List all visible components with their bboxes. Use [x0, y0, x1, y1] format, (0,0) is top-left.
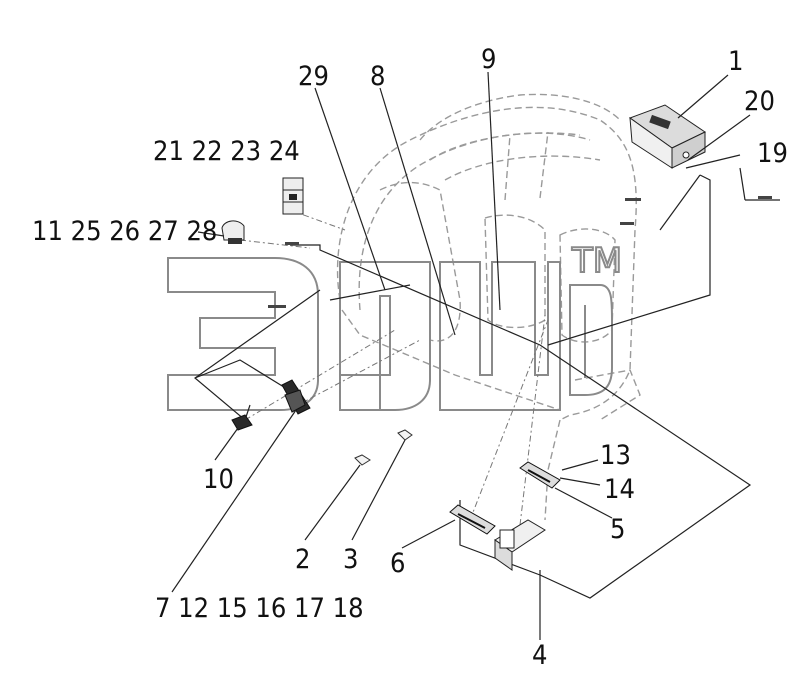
callout-1: 1 [728, 46, 743, 77]
part-10-pedal [231, 414, 253, 431]
callout-2: 2 [295, 544, 310, 575]
callout-13: 13 [600, 440, 631, 471]
trademark-text: TM [571, 241, 622, 281]
callout-20: 20 [744, 86, 775, 117]
callout-11-28: 11 25 26 27 28 [32, 216, 217, 247]
callout-9: 9 [481, 44, 496, 75]
assembly-leader-lines [194, 167, 780, 599]
callout-5: 5 [610, 514, 625, 545]
part-11-switch [221, 220, 245, 244]
callout-21-24: 21 22 23 24 [153, 136, 300, 167]
callout-29: 29 [298, 61, 329, 92]
leader-line-tags [268, 196, 772, 308]
callout-10: 10 [203, 464, 234, 495]
callout-labels: 1 20 19 9 8 29 21 22 23 24 11 25 26 27 2… [32, 44, 788, 671]
callout-4: 4 [532, 640, 547, 671]
part-4-bracket [494, 519, 546, 571]
operator-cab-outline [336, 93, 641, 521]
part-24-stack [282, 177, 304, 215]
callout-3: 3 [343, 544, 358, 575]
callout-19: 19 [757, 138, 788, 169]
watermark-logo: TM [167, 240, 623, 411]
callout-pointers [171, 71, 751, 640]
callout-8: 8 [370, 61, 385, 92]
part-13-mat [519, 461, 561, 489]
callout-7-18: 7 12 15 16 17 18 [155, 593, 364, 624]
callout-6: 6 [390, 548, 405, 579]
part-1-box [628, 104, 706, 169]
part-2-pad [354, 454, 371, 466]
part-7-pedal [281, 379, 311, 415]
part-6-mat [449, 504, 496, 535]
part-3-pad [397, 429, 413, 441]
callout-14: 14 [604, 474, 635, 505]
